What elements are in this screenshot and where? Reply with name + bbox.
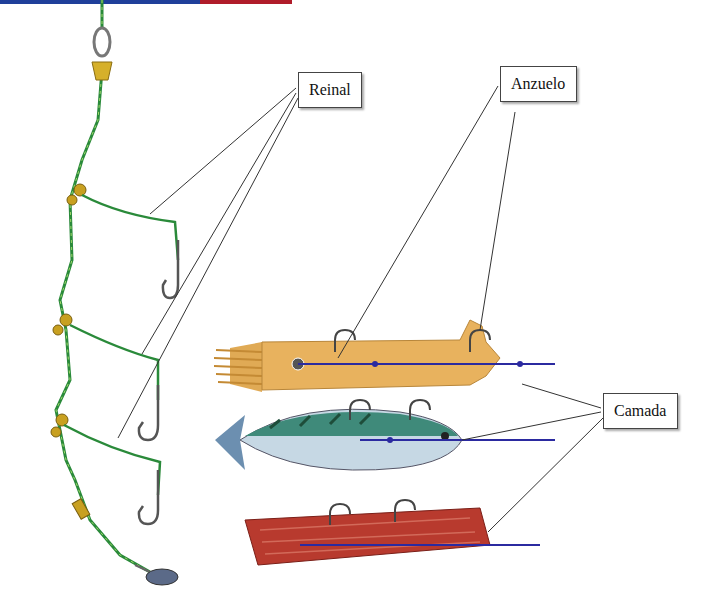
branch-knot	[51, 184, 90, 519]
branch-leader	[64, 195, 178, 495]
label-box: Anzuelo	[500, 66, 577, 102]
part-label: Camada	[604, 394, 677, 428]
top-bar	[0, 0, 200, 4]
part-label: Reinal	[299, 73, 361, 107]
label-box: Camada	[603, 393, 678, 429]
swivel	[92, 28, 112, 80]
mackerel-bait	[215, 400, 555, 470]
hook	[139, 240, 178, 524]
leader-line	[118, 86, 603, 532]
squid-bait	[214, 320, 555, 392]
rig-line	[56, 0, 150, 572]
meat-strip-bait	[245, 500, 540, 565]
part-label: Anzuelo	[501, 67, 576, 101]
sinker	[135, 565, 178, 585]
top-bar	[200, 0, 292, 4]
label-box: Reinal	[298, 72, 362, 108]
